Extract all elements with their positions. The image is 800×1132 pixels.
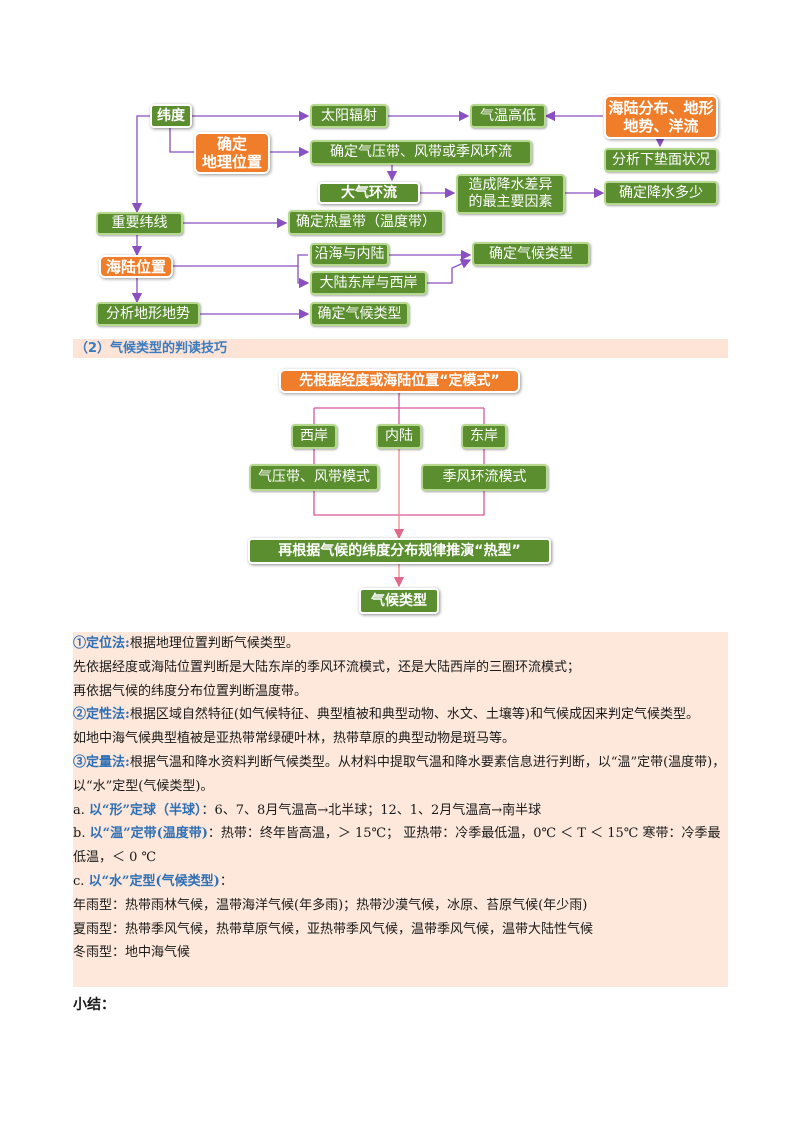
flowchart-connectors xyxy=(131,110,666,320)
flowchart-climate-judgement: 先根据经度或海陆位置“定模式” 西岸 内陆 东岸 气压带、风带模式 季风环流模式… xyxy=(0,360,800,620)
locate-position-box: 确定 地理位置 xyxy=(194,132,270,174)
text-line-9: a. 以“形”定球（半球）：6、7、8月气温高→北半球；12、1、2月气温高→南… xyxy=(73,799,728,823)
item-a-text: ：6、7、8月气温高→北半球；12、1、2月气温高→南半球 xyxy=(201,802,542,818)
method-2-label: ②定性法: xyxy=(73,707,130,723)
temperature-label: 气温高低 xyxy=(480,107,536,124)
item-c-marker: c. xyxy=(73,873,85,889)
method-1-text: 根据地理位置判断气候类型。 xyxy=(129,636,299,651)
west-coast-box: 西岸 xyxy=(291,424,337,449)
atmospheric-circulation-label: 大气环流 xyxy=(341,184,397,201)
text-line-2: 先依据经度或海陆位置判断是大陆东岸的季风环流模式，还是大陆西岸的三圈环流模式； xyxy=(73,659,581,675)
terrain-analysis-box: 分析地形地势 xyxy=(96,302,200,326)
explanation-block: ①定位法:根据地理位置判断气候类型。 先依据经度或海陆位置判断是大陆东岸的季风环… xyxy=(73,632,728,987)
item-a-label: 以“形”定球（半球） xyxy=(89,802,202,818)
underlying-surface-label: 分析下垫面状况 xyxy=(612,151,710,168)
precipitation-cause-box: 造成降水差异 的最主要因素 xyxy=(456,174,565,214)
key-latitude-box: 重要纬线 xyxy=(96,212,183,235)
precipitation-cause-line2: 的最主要因素 xyxy=(468,194,553,210)
climate-type-result-box: 气候类型 xyxy=(359,588,439,614)
pressure-wind-box: 确定气压带、风带或季风环流 xyxy=(310,140,532,165)
land-sea-position-label: 海陆位置 xyxy=(105,257,166,276)
inland-label: 内陆 xyxy=(385,428,413,445)
land-sea-terrain-box: 海陆分布、地形 地势、洋流 xyxy=(604,95,718,139)
text-line-4: ②定性法:根据区域自然特征(如气候特征、典型植被和典型动物、水文、土壤等)和气候… xyxy=(73,703,728,727)
text-line-1: ①定位法:根据地理位置判断气候类型。 xyxy=(73,632,728,656)
east-west-coast-label: 大陆东岸与西岸 xyxy=(319,274,418,291)
inland-box: 内陆 xyxy=(376,424,422,449)
climate-type-box-1: 确定气候类型 xyxy=(472,242,590,266)
define-mode-label: 先根据经度或海陆位置“定模式” xyxy=(299,372,500,389)
text-line-10: b. 以“温”定带(温度带)：热带：终年皆高温，＞ 15℃； 亚热带：冷季最低温… xyxy=(73,822,728,870)
solar-radiation-label: 太阳辐射 xyxy=(321,107,377,124)
method-1-label: ①定位法: xyxy=(73,636,130,651)
pressure-wind-mode-box: 气压带、风带模式 xyxy=(249,464,379,491)
item-b-text: ：热带：终年皆高温，＞ 15℃； 亚热带：冷季最低温，0℃ ＜ T ＜ 15℃ … xyxy=(73,826,721,866)
heat-zone-box: 确定热量带（温度带） xyxy=(288,210,444,235)
monsoon-mode-label: 季风环流模式 xyxy=(442,469,527,486)
underlying-surface-box: 分析下垫面状况 xyxy=(604,148,718,172)
section-heading: （2）气候类型的判读技巧 xyxy=(73,339,728,358)
item-b-label: 以“温”定带(温度带) xyxy=(89,826,208,842)
item-c-label: 以“水”定型(气候类型) xyxy=(88,873,220,889)
west-coast-label: 西岸 xyxy=(300,428,328,445)
text-line-15: 冬雨型：地中海气候 xyxy=(73,945,191,961)
locate-position-line2: 地理位置 xyxy=(201,153,262,171)
text-line-12: c. 以“水”定型(气候类型)： xyxy=(73,870,728,894)
key-latitude-label: 重要纬线 xyxy=(111,215,168,232)
land-sea-terrain-line2: 地势、洋流 xyxy=(623,117,699,135)
land-sea-position-box: 海陆位置 xyxy=(99,255,173,278)
land-sea-terrain-line1: 海陆分布、地形 xyxy=(608,99,714,117)
pressure-wind-mode-label: 气压带、风带模式 xyxy=(258,469,370,486)
item-c-text: ： xyxy=(219,873,233,889)
climate-type-result-label: 气候类型 xyxy=(371,592,427,609)
method-3-label: ③定量法: xyxy=(73,754,130,770)
temperature-box: 气温高低 xyxy=(470,104,546,128)
east-west-coast-box: 大陆东岸与西岸 xyxy=(310,271,427,295)
summary-heading: 小结： xyxy=(73,997,115,1013)
solar-radiation-box: 太阳辐射 xyxy=(310,104,388,128)
latitude-label: 纬度 xyxy=(157,107,185,124)
method-2-text: 根据区域自然特征(如气候特征、典型植被和典型动物、水文、土壤等)和气候成因来判定… xyxy=(129,707,699,723)
climate-type-label-2: 确定气候类型 xyxy=(317,305,402,322)
east-coast-box: 东岸 xyxy=(461,424,507,449)
heat-type-box: 再根据气候的纬度分布规律推演“热型” xyxy=(248,538,551,564)
item-a-marker: a. xyxy=(73,802,85,818)
coastal-inland-box: 沿海与内陆 xyxy=(310,243,389,266)
locate-position-line1: 确定 xyxy=(216,135,247,153)
terrain-analysis-label: 分析地形地势 xyxy=(106,305,190,322)
text-line-3: 再依据气候的纬度分布位置判断温度带。 xyxy=(73,683,308,699)
precipitation-cause-line1: 造成降水差异 xyxy=(468,177,553,194)
latitude-box: 纬度 xyxy=(150,104,192,128)
item-b-marker: b. xyxy=(73,826,86,842)
heat-zone-label: 确定热量带（温度带） xyxy=(296,214,436,231)
climate-type-label-1: 确定气候类型 xyxy=(489,245,573,262)
text-line-14: 夏雨型：热带季风气候，热带草原气候，亚热带季风气候，温带季风气候，温带大陆性气候 xyxy=(73,921,594,937)
text-line-13: 年雨型：热带雨林气候，温带海洋气候(年多雨)；热带沙漠气候，冰原、苔原气候(年少… xyxy=(73,897,588,913)
precipitation-amount-box: 确定降水多少 xyxy=(604,181,718,205)
coastal-inland-label: 沿海与内陆 xyxy=(314,246,385,263)
climate-type-box-2: 确定气候类型 xyxy=(310,302,409,326)
text-line-6: 如地中海气候典型植被是亚热带常绿硬叶林，热带草原的典型动物是斑马等。 xyxy=(73,731,516,747)
east-coast-label: 东岸 xyxy=(470,428,498,445)
atmospheric-circulation-box: 大气环流 xyxy=(318,182,420,204)
monsoon-mode-box: 季风环流模式 xyxy=(421,464,548,491)
pressure-wind-label: 确定气压带、风带或季风环流 xyxy=(330,144,512,161)
method-3-text: 根据气温和降水资料判断气候类型。从材料中提取气温和降水要素信息进行判断，以“温”… xyxy=(73,754,726,794)
heat-type-label: 再根据气候的纬度分布规律推演“热型” xyxy=(278,542,521,559)
precipitation-amount-label: 确定降水多少 xyxy=(619,184,703,201)
text-line-7: ③定量法:根据气温和降水资料判断气候类型。从材料中提取气温和降水要素信息进行判断… xyxy=(73,751,728,799)
flowchart-factors: 纬度 太阳辐射 气温高低 海陆分布、地形 地势、洋流 确定 地理位置 确定气压带… xyxy=(0,0,800,335)
flowchart2-connectors xyxy=(313,392,485,588)
define-mode-box: 先根据经度或海陆位置“定模式” xyxy=(279,369,520,393)
